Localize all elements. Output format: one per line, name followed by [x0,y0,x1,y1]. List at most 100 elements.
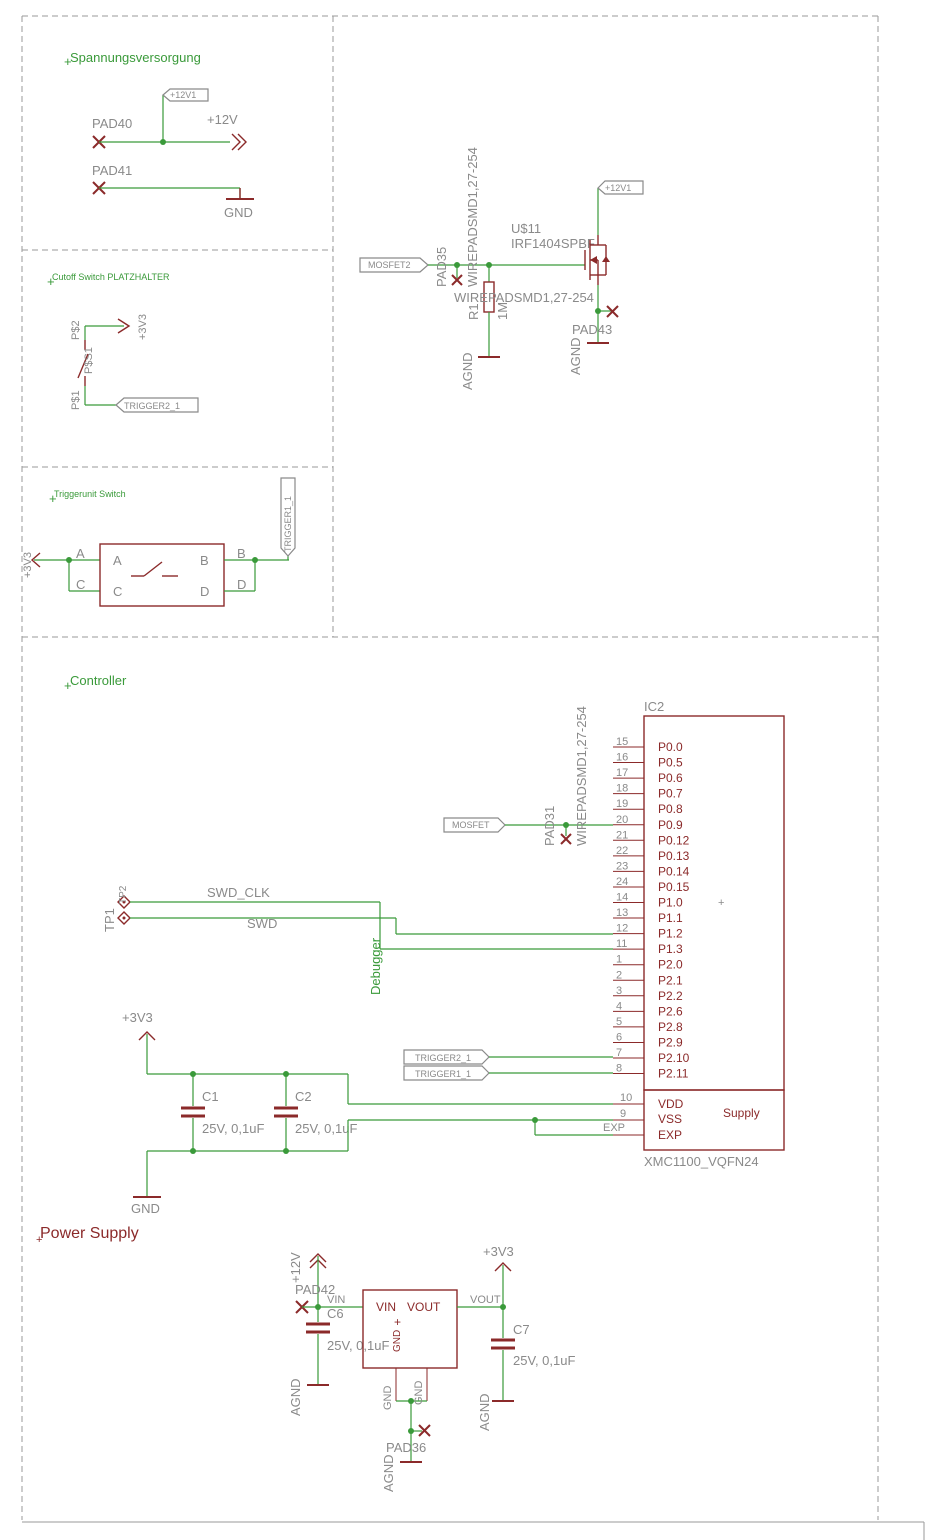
svg-text:A: A [76,546,85,561]
svg-text:TRIGGER2_1: TRIGGER2_1 [124,401,180,411]
tag-trigger1-switch: TRIGGER1_1 [280,477,296,557]
ic-pin-number: 16 [616,752,628,764]
reg-gnd-pin-2: GND [413,1381,425,1406]
reg-vout: VOUT [407,1300,441,1314]
svg-text:TRIGGER2_1: TRIGGER2_1 [415,1053,471,1063]
ic-supply-pins: 10 9 VDD VSS EXP EXP [603,1092,684,1142]
svg-text:D: D [200,584,209,599]
ic-pin-name: P2.11 [658,1067,689,1081]
exp-net-label: EXP [603,1122,625,1134]
section-title-power-supply: Power Supply [40,1225,139,1242]
vin-net-label: VIN [327,1294,345,1306]
ic-pin-name: P1.3 [658,942,683,956]
svg-text:+: + [718,897,724,909]
svg-text:VDD: VDD [658,1097,684,1111]
pad42-label: PAD42 [295,1282,335,1297]
gnd-symbol-icon [226,188,254,200]
ic-pin-name: P2.6 [658,1004,683,1018]
ic-pin-number: 6 [616,1031,622,1043]
supply-3v3-left-icon [30,552,41,568]
wirepad-horizontal: WIREPADSMD1,27-254 [454,290,594,305]
regulator-body [362,1289,458,1369]
supply-3v3-ps-icon [494,1262,512,1272]
cutoff-section: Cutoff Switch PLATZHALTER + P$2 P$S1 P$1… [47,272,199,413]
cutoff-switch-name: P$S1 [83,347,95,374]
svg-text:B: B [200,553,209,568]
c6-name: C6 [327,1306,344,1321]
pad35-label: PAD35 [434,247,449,287]
capacitor-c2-icon [274,1106,298,1118]
tp1-label: TP1 [102,908,117,932]
cutoff-pin-p1: P$1 [70,390,82,410]
ic-pin-name: P2.8 [658,1020,683,1034]
ic-name: IC2 [644,699,664,714]
pad41-label: PAD41 [92,163,132,178]
ps-agnd-left: AGND [288,1378,303,1416]
tag-trigger2-cutoff: TRIGGER2_1 [115,397,199,413]
ps-agnd-right: AGND [477,1393,492,1431]
svg-text:A: A [113,553,122,568]
svg-text:D: D [237,577,246,592]
tag-12v1-mosfet: +12V1 [597,180,644,195]
c2-name: C2 [295,1089,312,1104]
supply-12v-icon [231,133,247,151]
ic-pin-number: 20 [616,814,628,826]
svg-text:TRIGGER1_1: TRIGGER1_1 [283,496,293,552]
ic-pin-name: P1.2 [658,927,683,941]
ic-pin-name: P0.9 [658,818,683,832]
ic-pin-number: 14 [616,892,628,904]
ic-pin-number: 4 [616,1000,622,1012]
wirepad-controller: WIREPADSMD1,27-254 [574,706,589,846]
ic-pin-number: 8 [616,1063,622,1075]
svg-text:+: + [64,678,72,693]
svg-text:+: + [64,54,72,69]
supply-3v3-arrow-icon [117,318,131,334]
ic-pin-number: 21 [616,829,628,841]
ic-pin-number: 11 [616,938,627,950]
svg-text:VSS: VSS [658,1112,682,1126]
svg-text:+: + [49,491,57,506]
ic-value: XMC1100_VQFN24 [644,1154,759,1169]
pad43-x-icon [606,305,619,318]
ic-pin-name: P0.0 [658,740,683,754]
pad43-label: PAD43 [572,322,612,337]
mosfet-part-value: IRF1404SPBF [511,236,595,251]
tag-trigger1-controller: TRIGGER1_1 [403,1065,490,1081]
pad35-x-icon [451,274,463,286]
svg-text:B: B [237,546,246,561]
pad36-label: PAD36 [386,1440,426,1455]
vout-net-label: VOUT [470,1294,501,1306]
net-swd-clk: SWD_CLK [207,885,270,900]
ic-pin-number: 18 [616,783,628,795]
pad36-x-icon [418,1424,431,1437]
section-title-cutoff: Cutoff Switch PLATZHALTER [52,272,170,282]
svg-text:+12V1: +12V1 [170,90,196,100]
ic-pin-name: P0.5 [658,756,683,770]
net-swd: SWD [247,916,277,931]
switch-contact-icon [131,561,178,577]
svg-text:10: 10 [620,1092,632,1104]
ps-net-3v3: +3V3 [483,1244,514,1259]
c1-value: 25V, 0,1uF [202,1121,264,1136]
reg-gnd: GND [392,1330,403,1352]
svg-text:+12V1: +12V1 [605,183,631,193]
ic-pin-name: P0.12 [658,833,690,847]
c1-name: C1 [202,1089,219,1104]
svg-text:9: 9 [620,1108,626,1120]
trigger-switch-body [99,543,225,607]
ic-pin-number: 15 [616,736,628,748]
pad31-x-icon [560,833,572,845]
agnd-label-1: AGND [460,352,475,390]
ic-pin-name: P0.14 [658,864,690,878]
tp2-label: TP2 [118,885,129,904]
pad31-label: PAD31 [542,806,557,846]
ic-pin-name: P2.10 [658,1051,690,1065]
ps-net-12v: +12V [288,1252,303,1283]
ic-pin-name: P0.13 [658,849,690,863]
ic-pin-number: 24 [616,876,628,888]
frames [21,15,925,1540]
ic-pin-number: 22 [616,845,628,857]
svg-text:MOSFET: MOSFET [452,820,490,830]
